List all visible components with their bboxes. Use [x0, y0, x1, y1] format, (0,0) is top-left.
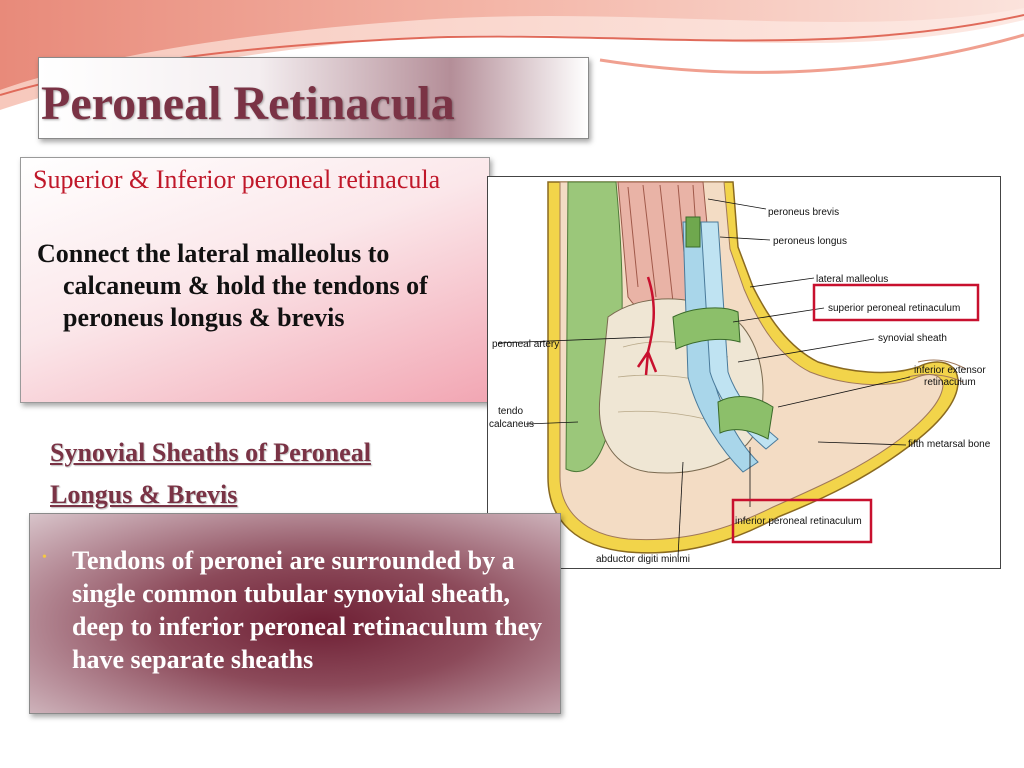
- inferior-retinaculum-band: [717, 396, 774, 440]
- retinacula-body: Connect the lateral malleolus to calcane…: [37, 239, 428, 332]
- label-synovial-sheath: synovial sheath: [878, 333, 947, 344]
- peroneal-artery-shape: [636, 276, 658, 376]
- peroneus-brevis-tendon-top: [685, 216, 701, 248]
- label-abductor-digiti-minimi: abductor digiti minimi: [596, 554, 690, 565]
- ankle-anatomy-diagram: peroneus brevis peroneus longus lateral …: [487, 176, 1001, 569]
- retinacula-description-box: Superior & Inferior peroneal retinacula …: [20, 157, 490, 403]
- label-tendo-line1: tendo: [498, 406, 523, 417]
- toe-outline: [907, 359, 967, 383]
- retinacula-heading: Superior & Inferior peroneal retinacula: [33, 165, 441, 194]
- synovial-sheaths-heading: Synovial Sheaths of Peroneal Longus & Br…: [50, 432, 480, 516]
- synovial-sheaths-heading-line1: Synovial Sheaths of Peroneal: [50, 438, 371, 467]
- label-inferior-peroneal-retinaculum: inferior peroneal retinaculum: [735, 516, 862, 527]
- inferior-retinaculum-highlight: [731, 498, 873, 544]
- synovial-sheaths-heading-line2: Longus & Brevis: [50, 480, 238, 509]
- bullet-dot-icon: •: [42, 550, 47, 565]
- superior-retinaculum-band: [672, 307, 741, 350]
- title-box: Peroneal Retinacula: [38, 57, 589, 139]
- label-fifth-metatarsal: fifth metarsal bone: [908, 439, 991, 450]
- label-inferior-extensor-line2: retinaculum: [924, 377, 976, 388]
- leader-lines: [497, 198, 911, 558]
- ankle-anatomy-illustration: peroneus brevis peroneus longus lateral …: [489, 181, 991, 565]
- label-peroneus-brevis: peroneus brevis: [768, 207, 839, 218]
- label-tendo-line2: calcaneus: [489, 419, 534, 430]
- tendon-sheath-second: [700, 221, 779, 450]
- synovial-sheath-bullet-box: • Tendons of peronei are surrounded by a…: [29, 513, 561, 714]
- label-peroneus-longus: peroneus longus: [773, 236, 847, 247]
- superior-retinaculum-highlight: [812, 283, 980, 322]
- label-superior-peroneal-retinaculum: superior peroneal retinaculum: [828, 303, 960, 314]
- label-peroneal-artery: peroneal artery: [492, 339, 559, 350]
- muscle-striations: [627, 184, 701, 303]
- label-lateral-malleolus: lateral malleolus: [816, 274, 888, 285]
- synovial-sheath-bullet-text: Tendons of peronei are surrounded by a s…: [72, 546, 543, 674]
- synovial-sheath-shape: [682, 221, 759, 473]
- label-inferior-extensor-line1: inferior extensor: [914, 365, 986, 376]
- slide-title: Peroneal Retinacula: [41, 77, 455, 130]
